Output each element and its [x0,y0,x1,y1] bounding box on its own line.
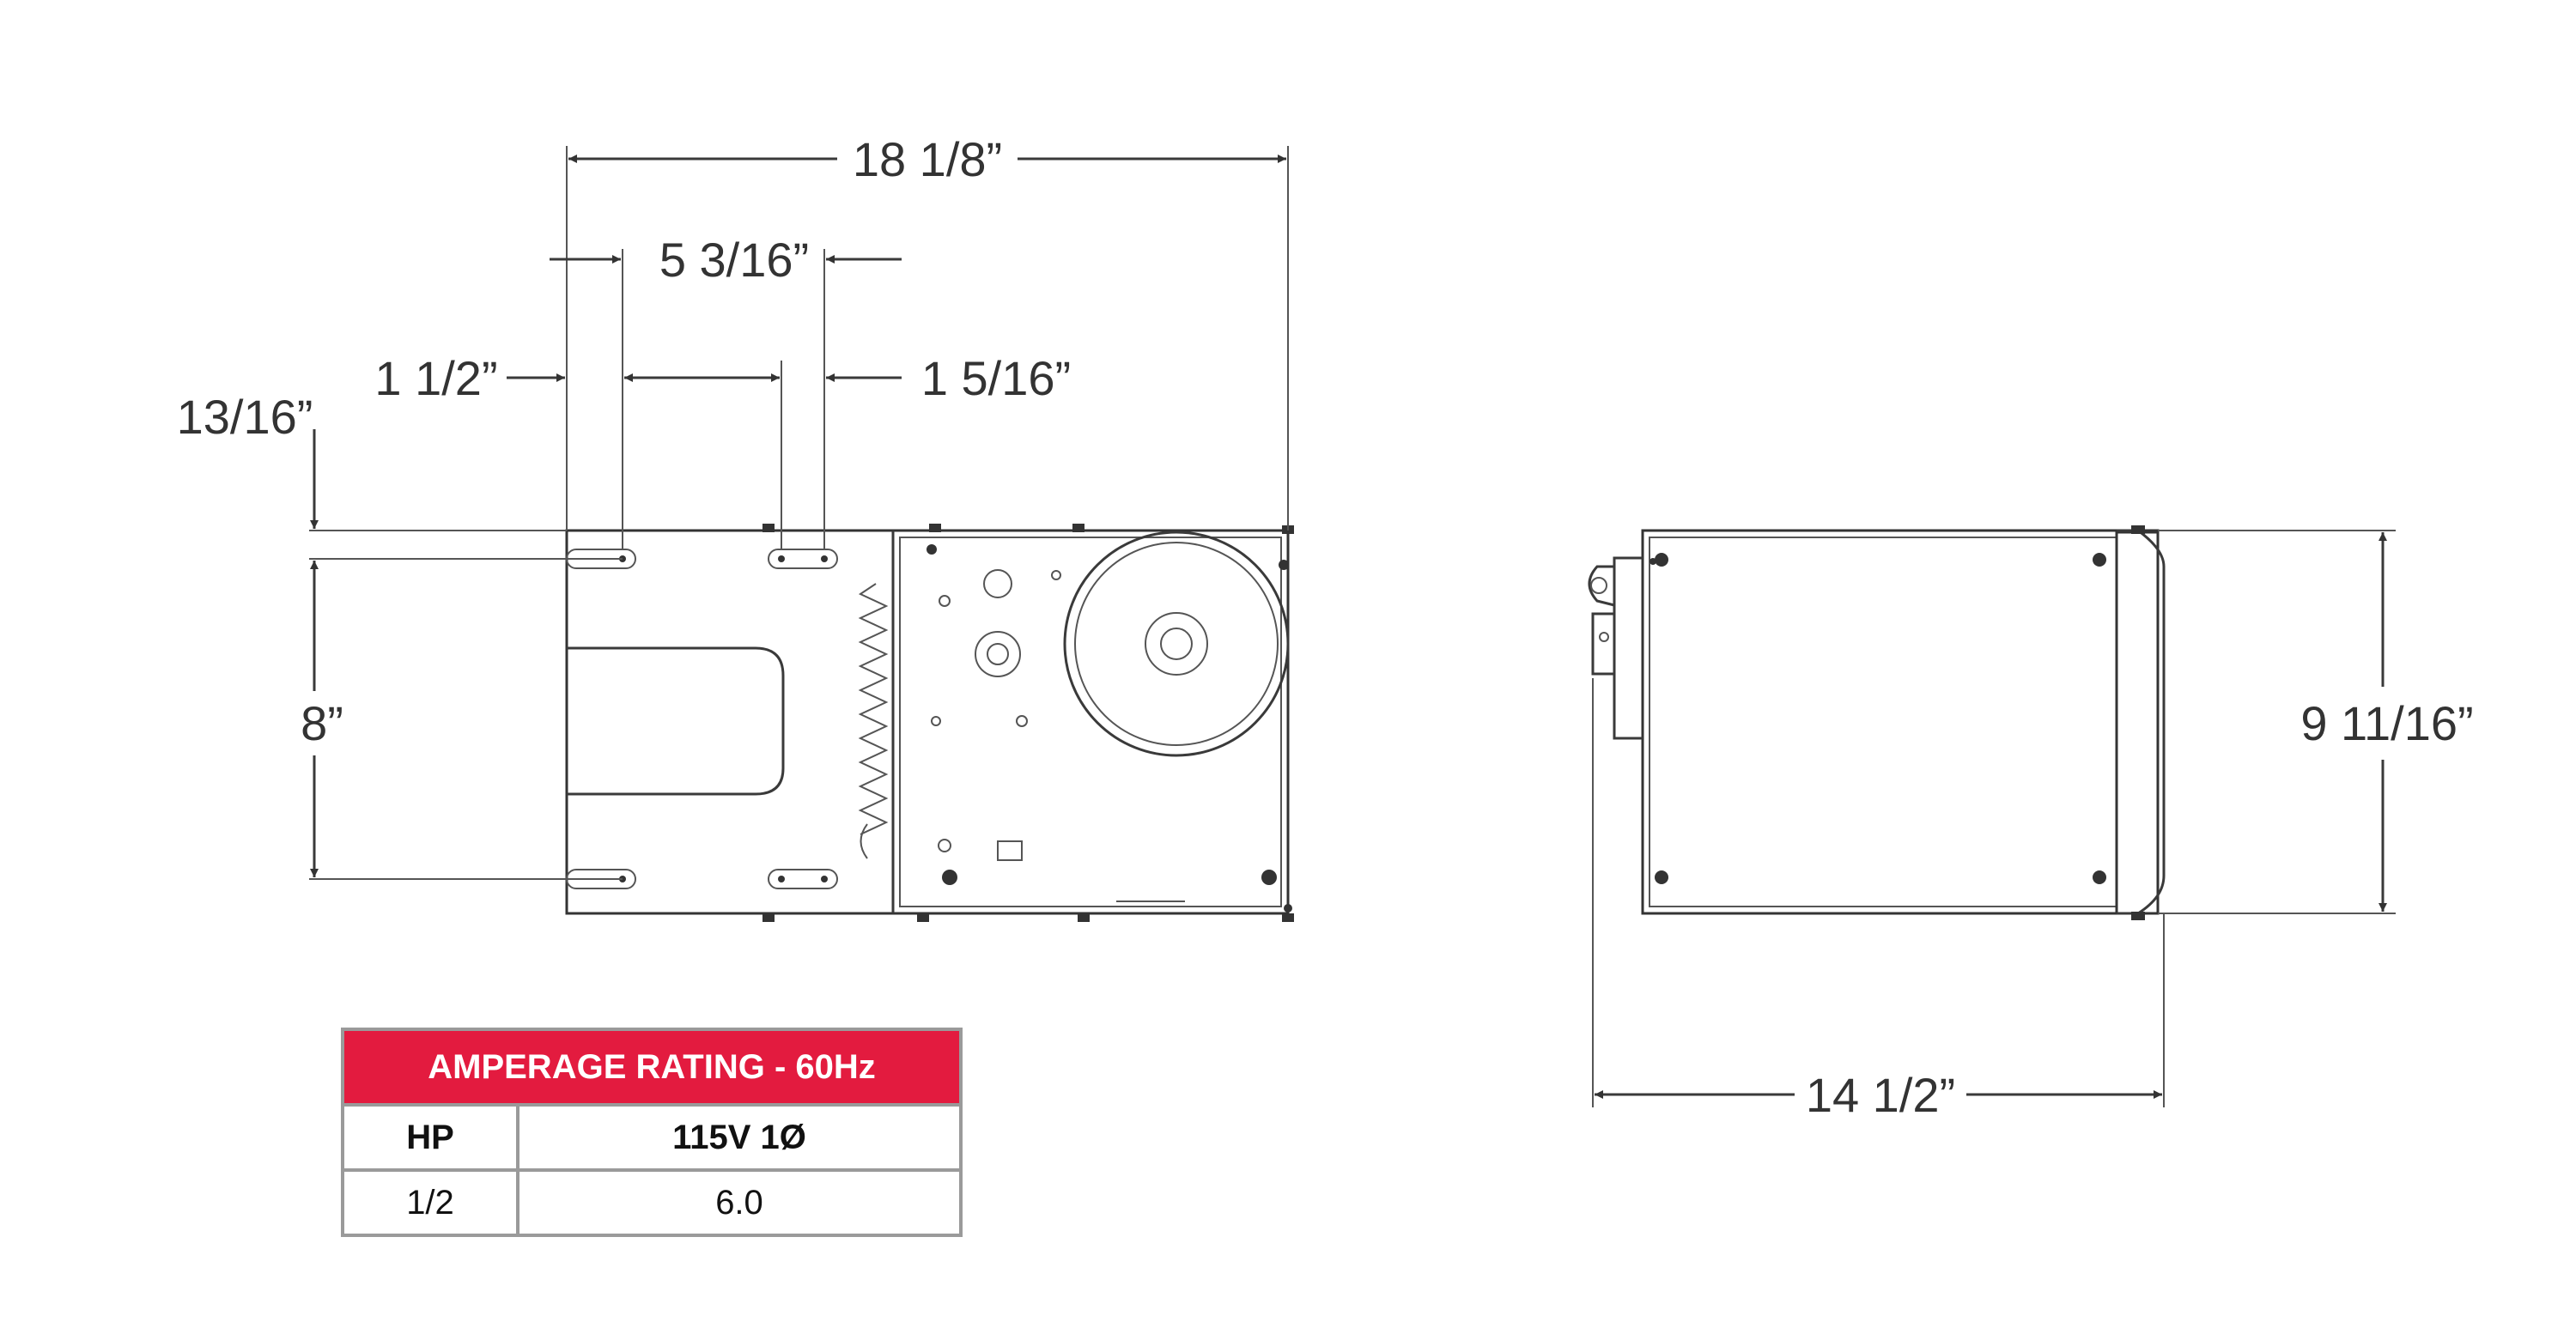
dim-top-offset: 13/16” [177,390,313,444]
front-view [565,524,1294,922]
front-housing [565,529,1290,915]
mount-slot [768,869,838,889]
front-dimension-labels: 18 1/8” 5 3/16” 1 1/2” 1 5/16” 13/16” 8” [177,132,1072,750]
mounting-plate-cutout [567,646,785,796]
motor-plate [899,537,1282,907]
cell-amps: 6.0 [516,1168,963,1237]
dim-left-offset: 1 1/2” [374,351,497,405]
front-dimensions [309,146,1289,880]
cell-hp: 1/2 [341,1168,519,1237]
coil-spring [858,583,889,835]
mount-slot [768,549,838,569]
dim-hole-spacing: 5 3/16” [659,233,809,287]
column-header-voltage: 115V 1Ø [516,1103,963,1172]
dim-side-depth: 14 1/2” [1806,1068,1955,1122]
side-view [1588,525,2166,920]
table-row: 1/2 6.0 [341,1168,963,1237]
amperage-table-title: AMPERAGE RATING - 60Hz [341,1028,963,1107]
column-header-hp: HP [341,1103,519,1172]
dim-mount-height: 8” [301,696,343,750]
dim-right-offset: 1 5/16” [921,351,1071,405]
side-dimension-labels: 9 11/16” 14 1/2” [1806,696,2474,1122]
amperage-table: AMPERAGE RATING - 60Hz HP 115V 1Ø 1/2 6.… [341,1028,963,1237]
side-housing [1641,529,2160,915]
dim-overall-width: 18 1/8” [853,132,1002,186]
side-bracket [1613,556,1643,740]
side-dimensions [1592,530,2396,1107]
motor-pulley [1063,531,1290,757]
end-cap [2115,531,2160,915]
dim-side-height: 9 11/16” [2300,696,2473,750]
